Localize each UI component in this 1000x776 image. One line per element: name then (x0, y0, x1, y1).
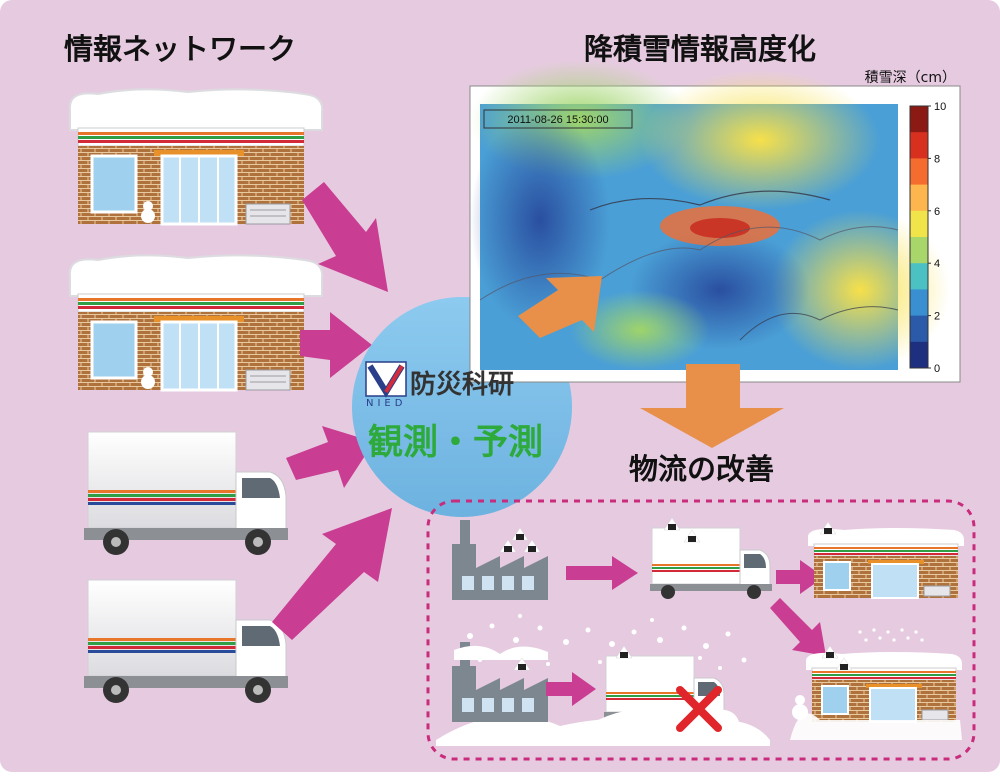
colorbar-segment (910, 158, 928, 186)
tagline: 観測・予測 (368, 423, 544, 463)
colorbar-tick-label: 0 (934, 363, 940, 375)
colorbar-tick-label: 6 (934, 206, 940, 218)
network-title: 情報ネットワーク (64, 32, 297, 66)
logistics-panel (426, 499, 976, 761)
convenience-store-1 (68, 87, 324, 226)
arrow-store1-to-center (302, 182, 388, 292)
colorbar-segment (910, 341, 928, 369)
blocked-x-icon (676, 686, 722, 732)
data-flow-arrows (272, 182, 392, 640)
store-small-1 (807, 527, 965, 599)
snow-depth-map: 2011-08-26 15:30:00 10 8 6 4 2 0 (469, 60, 961, 383)
nied-logo-icon (365, 361, 407, 398)
map-timestamp: 2011-08-26 15:30:00 (507, 114, 608, 126)
convenience-store-2 (68, 253, 324, 392)
colorbar-tick-label: 4 (934, 258, 940, 270)
arrow-truck-to-store-2 (770, 598, 826, 656)
arrow-factory-to-truck (566, 556, 638, 590)
colorbar-segment (910, 106, 928, 133)
logistics-title: 物流の改善 (629, 452, 775, 486)
arrow-map-to-logistics (640, 364, 784, 448)
colorbar-segment (910, 132, 928, 159)
colorbar-segment (910, 289, 928, 317)
colorbar-frame (909, 105, 929, 369)
colorbar-segment (910, 237, 928, 264)
arrow-truck2-to-center (272, 508, 392, 640)
colorbar-segment (910, 184, 928, 212)
colorbar-legend: 10 8 6 4 2 0 (909, 101, 946, 375)
arrow-center-to-map (518, 276, 602, 338)
snowfall-dots (467, 614, 924, 670)
colorbar-tick-label: 8 (934, 153, 940, 165)
org-name: 防災科研 (410, 370, 515, 400)
org-abbr: NIED (366, 398, 407, 409)
colorbar-segment (910, 210, 928, 238)
store-small-2 (805, 651, 963, 723)
snow-depth-unit-label: 積雪深（cm） (865, 70, 956, 86)
colorbar-tick-label: 10 (934, 101, 946, 113)
arrow-truck-to-store (776, 560, 824, 594)
colorbar-tick-label: 2 (934, 311, 940, 323)
colorbar-segment (910, 315, 928, 343)
arrow-store2-to-center (300, 312, 372, 378)
timestamp-box (483, 109, 633, 129)
arrow-truck1-to-center (286, 426, 374, 488)
colorbar-segment (910, 263, 928, 290)
arrow-factory-to-truck-snow (546, 672, 596, 706)
snow-info-title: 降積雪情報高度化 (584, 32, 817, 66)
